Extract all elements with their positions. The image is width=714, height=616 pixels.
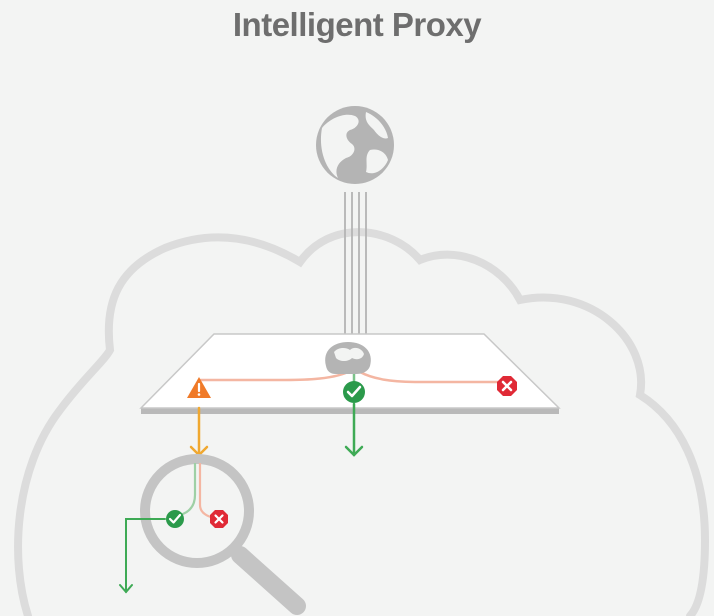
traffic-lines [344, 192, 367, 345]
inspect-check-icon [166, 510, 184, 528]
warning-triangle-icon [187, 377, 211, 398]
page-title: Intelligent Proxy [232, 6, 482, 43]
globe-icon [316, 106, 394, 184]
inspect-block-icon [210, 510, 228, 528]
x-octagon-icon [497, 376, 517, 396]
check-circle-icon [343, 381, 365, 403]
warning-arrow [189, 406, 209, 457]
brain-head-icon [325, 342, 371, 374]
block-path [359, 370, 500, 384]
warning-path [200, 370, 349, 382]
allow-arrow [344, 402, 364, 457]
inspect-allow-path [119, 518, 166, 594]
cloud-outline [14, 228, 710, 616]
magnifying-glass-icon [140, 454, 306, 615]
